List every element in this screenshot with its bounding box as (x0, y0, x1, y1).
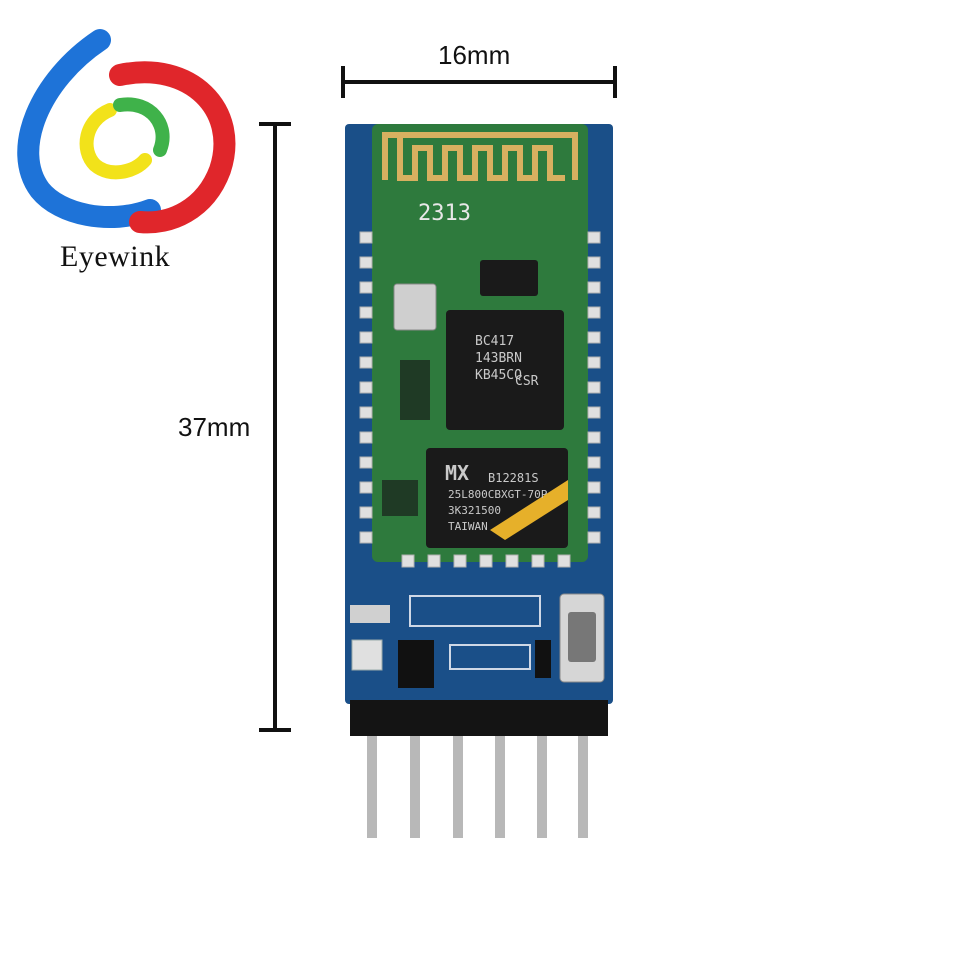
module-components (382, 260, 538, 516)
main-chip-markings: CSR BC417 143BRN KB45CQ (475, 334, 539, 389)
width-label: 16mm (438, 40, 511, 70)
svg-text:BC417: BC417 (475, 334, 514, 349)
svg-text:143BRN: 143BRN (475, 351, 522, 366)
flash-chip-markings: MX B12281S 25L800CBXGT-70P 3K321500 TAIW… (445, 461, 548, 533)
header-pins (367, 720, 588, 838)
svg-text:CSR: CSR (515, 374, 539, 389)
flash-chip-gold-mark (490, 480, 568, 540)
flash-chip (426, 448, 568, 548)
svg-text:B12281S: B12281S (488, 471, 539, 485)
svg-text:25L800CBXGT-70P: 25L800CBXGT-70P (448, 488, 548, 501)
height-label: 37mm (178, 412, 251, 442)
module-side-pads (359, 231, 601, 568)
main-chip (446, 310, 564, 430)
pin-header (350, 700, 608, 736)
svg-text:KB45CQ: KB45CQ (475, 368, 522, 383)
width-dimension-line (341, 66, 617, 98)
antenna-number: 2313 (418, 201, 471, 226)
svg-text:MX: MX (445, 461, 469, 485)
antenna-trace (382, 132, 578, 181)
reset-button-icon (559, 593, 605, 683)
swirl-logo-icon (17, 29, 236, 234)
svg-text:3K321500: 3K321500 (448, 504, 501, 517)
brand-name: Eyewink (60, 240, 171, 273)
lower-components (350, 595, 551, 688)
height-dimension-line (259, 122, 291, 732)
svg-text:TAIWAN: TAIWAN (448, 520, 488, 533)
